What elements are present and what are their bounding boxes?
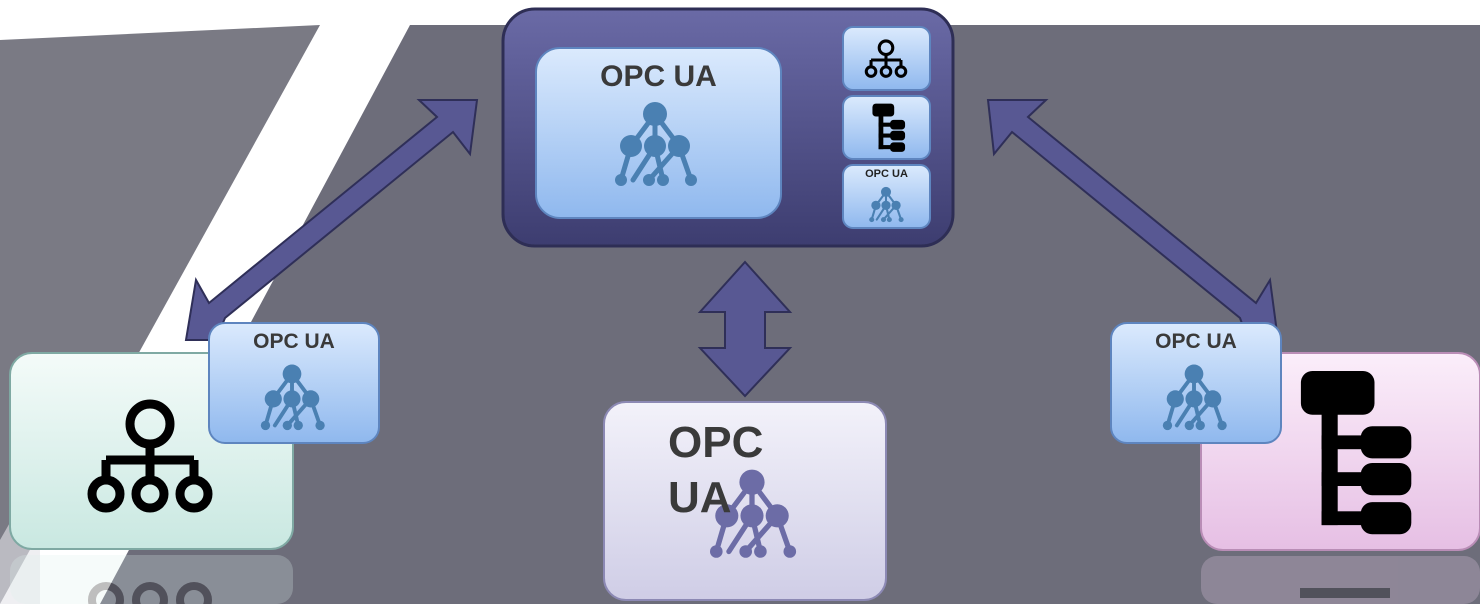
arrow-left-diagonal	[184, 99, 479, 341]
arrow-vertical	[697, 260, 793, 398]
left-node	[9, 322, 380, 604]
server-main-panel	[535, 47, 782, 219]
left-badge-label: OPC UA	[253, 330, 335, 353]
server-main-label: OPC UA	[600, 60, 717, 93]
server-slot-list	[842, 95, 931, 160]
bottom-node-label-line2: UA	[668, 473, 732, 522]
central-server	[501, 7, 955, 248]
bottom-node-label-line1: OPC	[668, 418, 764, 467]
server-mini-label: OPC UA	[865, 168, 908, 180]
right-badge-label: OPC UA	[1155, 330, 1237, 353]
bottom-node	[603, 401, 887, 601]
background-plane	[100, 25, 1480, 604]
right-node-reflection	[1201, 556, 1480, 604]
left-node-reflection	[10, 555, 293, 604]
right-node	[1110, 322, 1480, 604]
bottom-node-card	[603, 401, 887, 601]
